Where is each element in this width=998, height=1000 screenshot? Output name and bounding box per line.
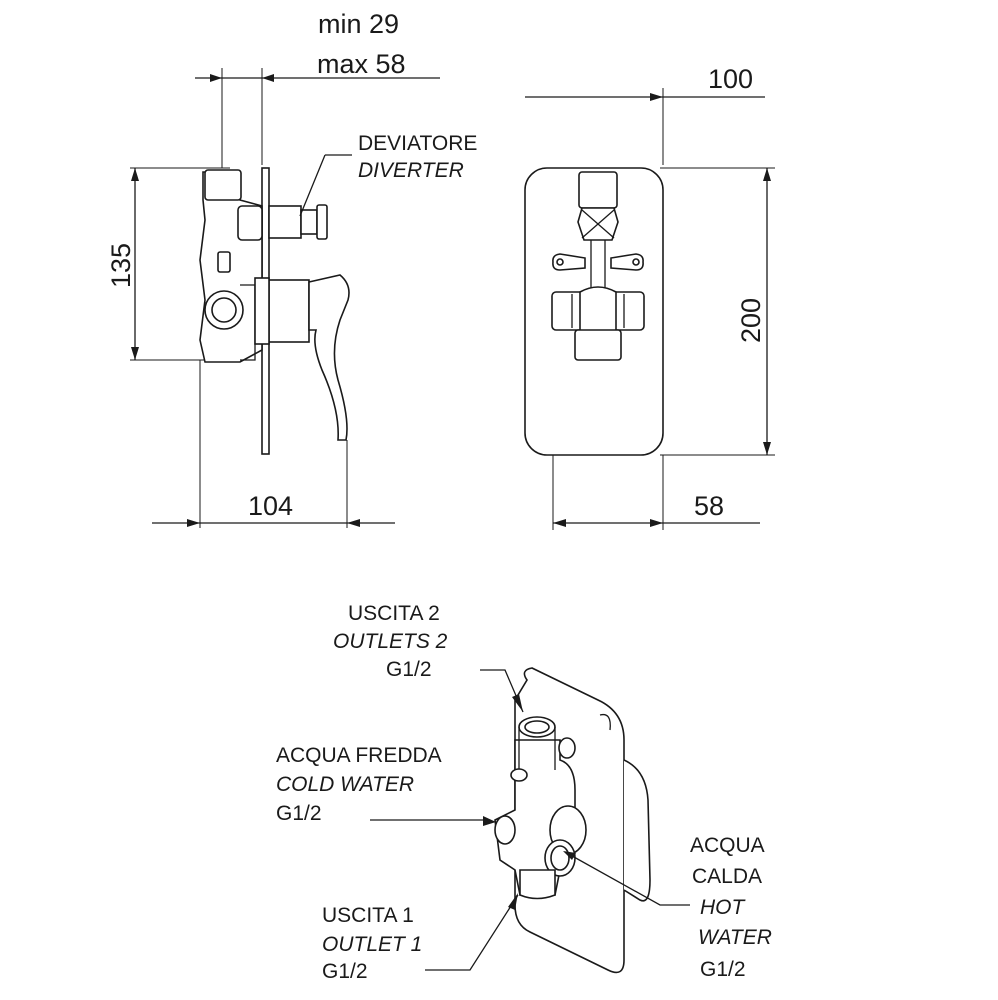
iso-lever xyxy=(623,759,651,902)
outlet2-label-en: OUTLETS 2 xyxy=(333,630,448,653)
outlet1-label-en: OUTLET 1 xyxy=(322,933,422,956)
outlet2-thread: G1/2 xyxy=(386,658,432,681)
hot-label-en-1: HOT xyxy=(700,896,747,919)
dim-wall-max: max 58 xyxy=(317,49,406,79)
cold-thread: G1/2 xyxy=(276,802,322,825)
diverter-label-en: DIVERTER xyxy=(358,159,464,182)
diverter-leader xyxy=(299,154,326,217)
hot-leader xyxy=(564,851,690,906)
outlet1-label-it: USCITA 1 xyxy=(322,904,414,927)
diverter-label-it: DEVIATORE xyxy=(358,132,477,155)
side-cartridge xyxy=(268,279,310,343)
outlet2-label-it: USCITA 2 xyxy=(348,602,440,625)
dimension-labels: min 29 max 58 100 135 200 104 58 xyxy=(106,9,766,521)
outlet1-thread: G1/2 xyxy=(322,960,368,983)
side-diverter-stem xyxy=(268,205,302,239)
dim-half-width: 58 xyxy=(694,491,724,521)
hot-label-it-1: ACQUA xyxy=(690,834,765,857)
hot-thread: G1/2 xyxy=(700,958,746,981)
outlet1-leader xyxy=(425,894,519,971)
dim-wall-min: min 29 xyxy=(318,9,399,39)
dim-body-height: 135 xyxy=(106,243,136,288)
isometric-view xyxy=(370,667,690,974)
front-bottom-outlet xyxy=(574,329,622,361)
cold-label-en: COLD WATER xyxy=(276,773,414,796)
hot-label-it-2: CALDA xyxy=(692,865,762,888)
dim-depth: 104 xyxy=(248,491,293,521)
dim-plate-height: 200 xyxy=(736,298,766,343)
front-top-outlet xyxy=(578,171,618,209)
side-lever xyxy=(308,274,350,441)
callout-labels: DEVIATORE DIVERTER USCITA 2 OUTLETS 2 G1… xyxy=(276,132,772,983)
iso-bottom-outlet xyxy=(519,869,556,900)
side-view xyxy=(130,68,440,528)
iso-cold-inlet xyxy=(494,815,516,845)
hot-label-en-2: WATER xyxy=(698,926,772,949)
dim-plate-width: 100 xyxy=(708,64,753,94)
cold-label-it: ACQUA FREDDA xyxy=(276,744,442,767)
front-view xyxy=(524,88,775,530)
